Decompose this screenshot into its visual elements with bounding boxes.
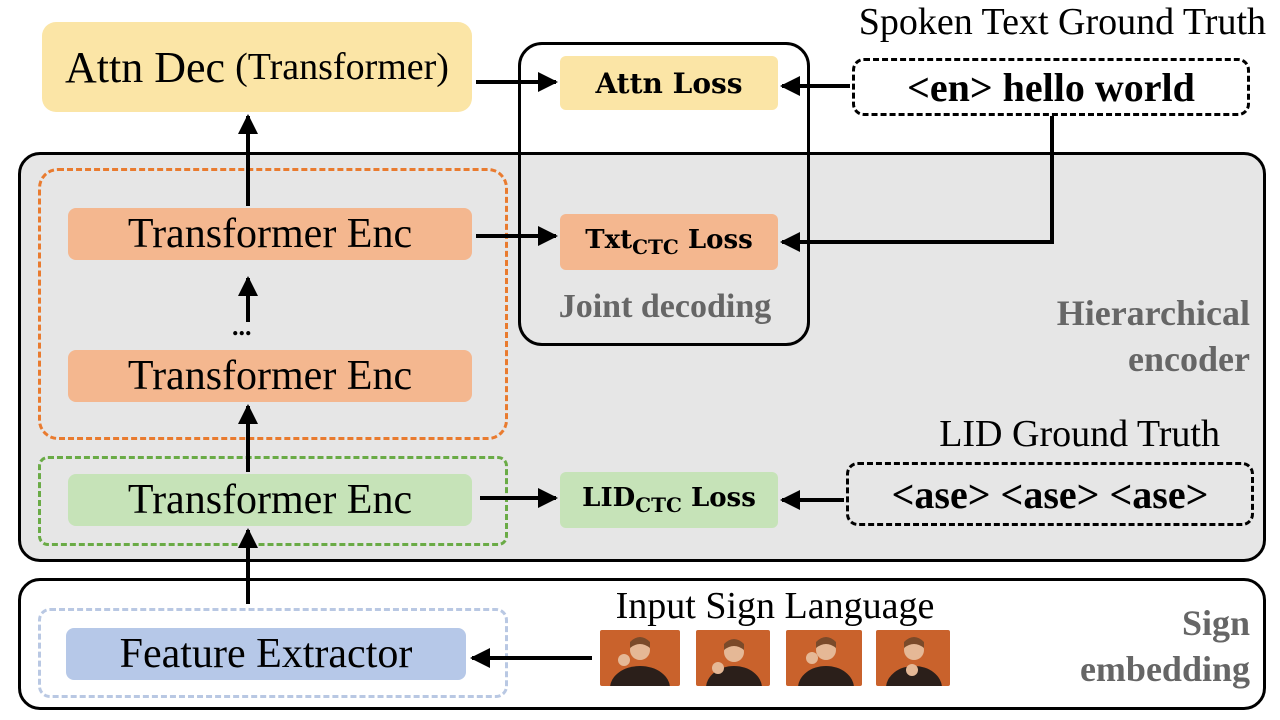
- attn-decoder-box: Attn Dec (Transformer): [42, 22, 472, 112]
- sign-embedding-label-line2: embedding: [1079, 649, 1250, 689]
- joint-decoding-label: Joint decoding: [558, 288, 772, 325]
- txt-ctc-loss-box: TxtCTC Loss: [560, 214, 778, 270]
- lid-encoder-group: [38, 456, 508, 546]
- arrow-spoken-gt-to-txt-ctc-loss: [780, 116, 1054, 252]
- feature-extractor-box: Feature Extractor: [66, 628, 466, 680]
- text-encoder-group: [38, 168, 508, 440]
- lid-ctc-loss-label: LIDCTC Loss: [582, 482, 756, 518]
- transformer-encoder-middle-label: Transformer Enc: [127, 353, 413, 399]
- lid-ground-truth-value: <ase> <ase> <ase>: [891, 471, 1209, 517]
- sign-video-frame-2: [696, 630, 770, 686]
- spoken-ground-truth-title: Spoken Text Ground Truth: [858, 1, 1266, 43]
- transformer-encoder-top-label: Transformer Enc: [127, 211, 413, 257]
- lid-ground-truth-title: LID Ground Truth: [939, 413, 1220, 455]
- hierarchical-encoder-label-line2: encoder: [1128, 339, 1250, 379]
- attn-decoder-sublabel: (Transformer): [235, 46, 449, 88]
- transformer-encoder-top: Transformer Enc: [68, 208, 472, 260]
- attn-loss-box: Attn Loss: [560, 56, 778, 110]
- feature-extractor-group: [38, 608, 508, 698]
- hierarchical-encoder-label: Hierarchical encoder: [900, 290, 1250, 382]
- input-sign-language-title: Input Sign Language: [615, 585, 935, 627]
- sign-video-frame-4: [876, 630, 950, 686]
- lid-ctc-loss-box: LIDCTC Loss: [560, 472, 778, 528]
- spoken-ground-truth-box: <en> hello world: [852, 58, 1250, 116]
- transformer-encoder-bottom-label: Transformer Enc: [127, 477, 413, 523]
- joint-decoding-region: [518, 42, 810, 346]
- hierarchical-encoder-label-line1: Hierarchical: [1056, 293, 1250, 333]
- txt-ctc-loss-label: TxtCTC Loss: [585, 224, 753, 260]
- transformer-encoder-middle: Transformer Enc: [68, 350, 472, 402]
- transformer-encoder-bottom: Transformer Enc: [68, 474, 472, 526]
- spoken-ground-truth-value: <en> hello world: [907, 64, 1195, 110]
- sign-embedding-label: Sign embedding: [950, 600, 1250, 692]
- sign-video-frame-1: [600, 630, 680, 686]
- sign-embedding-label-line1: Sign: [1181, 603, 1250, 643]
- attn-decoder-label: Attn Dec: [65, 42, 226, 92]
- lid-ground-truth-box: <ase> <ase> <ase>: [846, 462, 1254, 526]
- feature-extractor-label: Feature Extractor: [119, 631, 413, 677]
- sign-video-frame-3: [786, 630, 862, 686]
- attn-loss-label: Attn Loss: [595, 66, 743, 100]
